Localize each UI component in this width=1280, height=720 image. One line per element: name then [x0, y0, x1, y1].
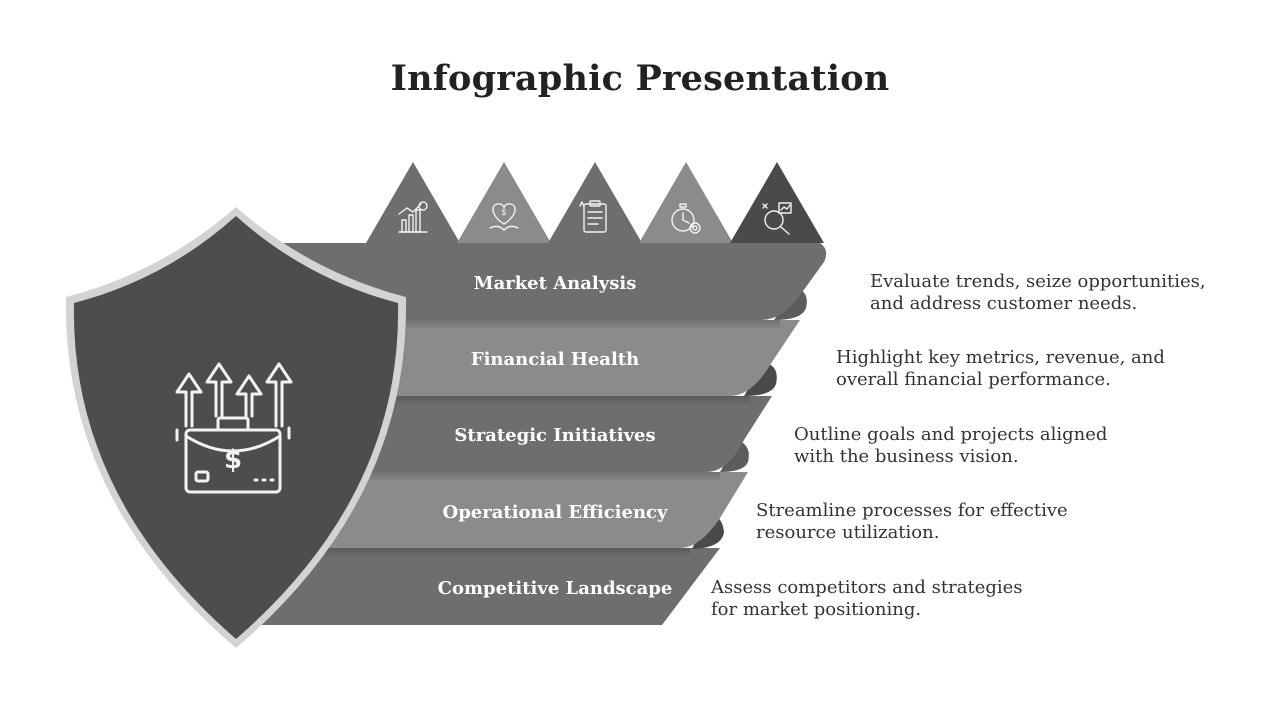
clipboard-plan-icon	[579, 200, 607, 233]
step-3-description: Outline goals and projects aligned with …	[794, 424, 1107, 468]
triangle-5	[730, 162, 824, 243]
step-5-description: Assess competitors and strategies for ma…	[711, 577, 1023, 621]
band-label-2: Financial Health	[471, 349, 639, 370]
step-3-desc-line-2: with the business vision.	[794, 446, 1019, 467]
step-3-desc-line-1: Outline goals and projects aligned	[794, 424, 1108, 445]
band-label-5: Competitive Landscape	[438, 578, 673, 599]
step-2-description: Highlight key metrics, revenue, and over…	[836, 347, 1165, 391]
band-label-4: Operational Efficiency	[443, 502, 669, 523]
triangle-2	[457, 162, 551, 243]
bar-chart-dollar-icon	[398, 201, 428, 233]
analysis-magnifier-icon	[762, 202, 792, 235]
stopwatch-gear-icon	[671, 203, 701, 234]
band-label-1: Market Analysis	[474, 273, 637, 294]
step-4-desc-line-1: Streamline processes for effective	[756, 500, 1068, 521]
step-4-desc-line-2: resource utilization.	[756, 522, 940, 543]
band-4	[250, 440, 749, 558]
band-label-3: Strategic Initiatives	[454, 425, 655, 446]
step-4-description: Streamline processes for effective resou…	[756, 500, 1068, 544]
svg-text:$: $	[501, 208, 507, 218]
step-5-desc-line-2: for market positioning.	[711, 599, 922, 620]
triangle-4	[639, 162, 733, 243]
step-1-desc-line-1: Evaluate trends, seize opportunities,	[870, 271, 1206, 292]
step-1-desc-line-2: and address customer needs.	[870, 293, 1138, 314]
step-5-desc-line-1: Assess competitors and strategies	[711, 577, 1023, 598]
triangle-3	[548, 162, 642, 243]
step-1-description: Evaluate trends, seize opportunities, an…	[870, 271, 1206, 315]
page-title: Infographic Presentation	[390, 58, 890, 99]
step-2-desc-line-1: Highlight key metrics, revenue, and	[836, 347, 1165, 368]
step-2-desc-line-2: overall financial performance.	[836, 369, 1111, 390]
svg-text:$: $	[224, 445, 242, 475]
triangle-1	[366, 162, 460, 243]
shield	[65, 207, 407, 648]
triangle-tabs	[366, 162, 824, 243]
heart-dollar-hand-icon: $	[489, 203, 519, 231]
briefcase-growth-arrows-icon: $	[175, 362, 293, 494]
